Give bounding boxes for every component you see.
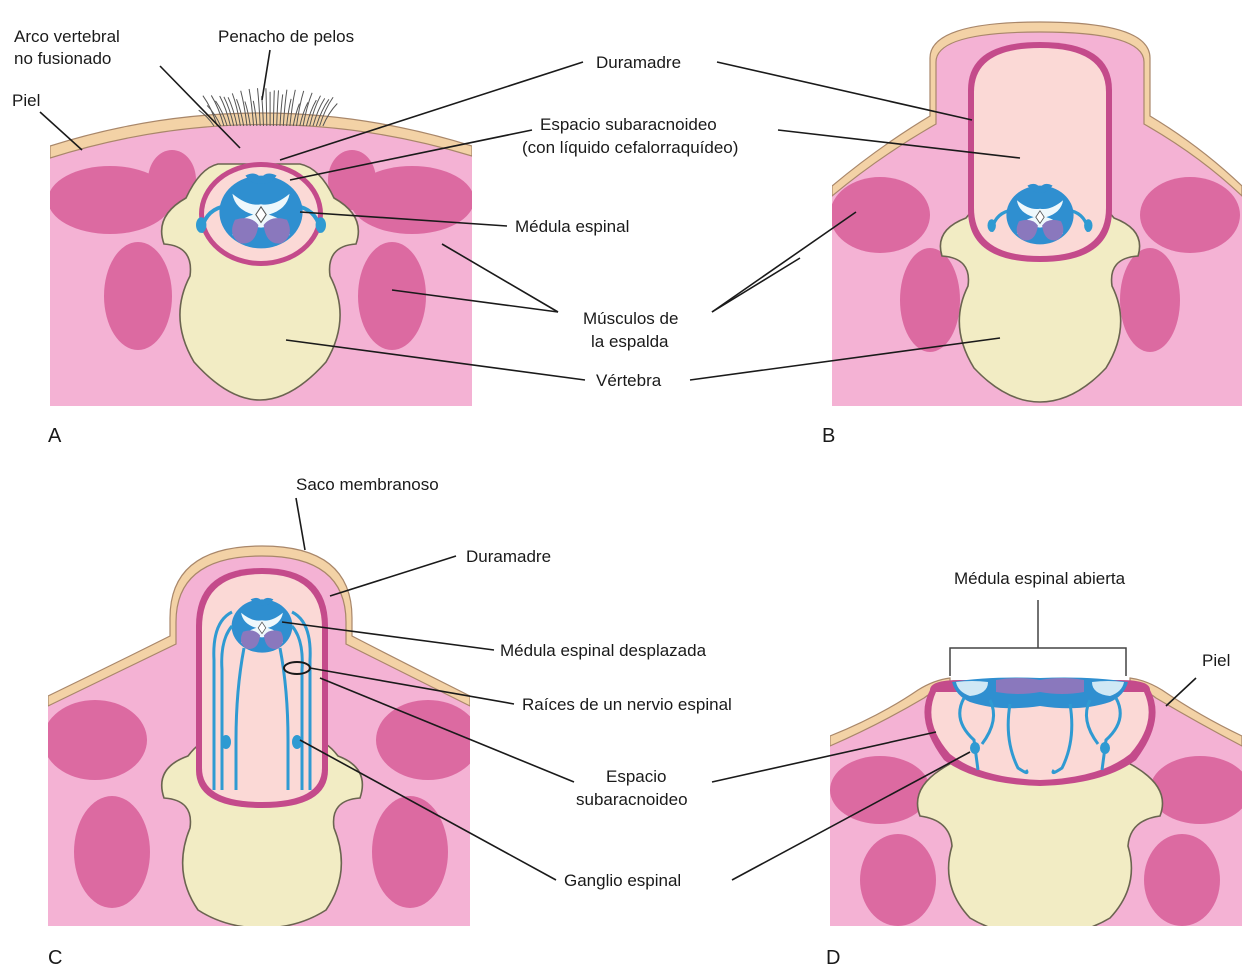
label-arco-vertebral: Arco vertebral	[14, 27, 120, 46]
panel-c	[43, 546, 480, 928]
label-musculos-de: Músculos de	[583, 309, 678, 328]
label-con-liquido-cefalorraquideo: (con líquido cefalorraquídeo)	[522, 138, 738, 157]
panel-b	[830, 22, 1242, 406]
panel-letter-c: C	[48, 947, 62, 969]
panel-c-muscle	[372, 796, 448, 908]
panel-a-muscle	[104, 242, 172, 350]
label-espacio: Espacio	[606, 767, 666, 786]
ganglion	[1084, 219, 1092, 232]
label-medula-espinal: Médula espinal	[515, 217, 629, 236]
label-saco-membranoso: Saco membranoso	[296, 475, 439, 494]
panel-b-muscle	[1140, 177, 1240, 253]
label-piel-d: Piel	[1202, 651, 1230, 670]
label-medula-espinal-desplazada: Médula espinal desplazada	[500, 641, 707, 660]
panel-letter-a: A	[48, 425, 62, 447]
label-ganglio-espinal: Ganglio espinal	[564, 871, 681, 890]
panel-c-muscle	[43, 700, 147, 780]
panel-a-muscle	[358, 242, 426, 350]
label-piel-a: Piel	[12, 91, 40, 110]
panel-c-ganglion	[221, 735, 231, 749]
panel-d-ganglion	[1100, 742, 1110, 754]
label-raices-nervio-espinal: Raíces de un nervio espinal	[522, 695, 732, 714]
panel-c-muscle	[376, 700, 480, 780]
ganglion	[196, 217, 206, 233]
ganglion	[316, 217, 326, 233]
panel-b-muscle	[900, 248, 960, 352]
label-medula-espinal-abierta: Médula espinal abierta	[954, 569, 1126, 588]
panel-a	[48, 88, 474, 406]
panel-c-ganglion	[292, 735, 302, 749]
label-la-espalda: la espalda	[591, 332, 669, 351]
label-espacio-subaracnoideo: Espacio subaracnoideo	[540, 115, 717, 134]
label-subaracnoideo: subaracnoideo	[576, 790, 688, 809]
panel-letter-d: D	[826, 947, 840, 969]
panel-d-muscle	[1144, 834, 1220, 926]
panel-d-open-spinal-cord	[952, 678, 1128, 709]
panel-d	[830, 600, 1244, 936]
panel-b-muscle	[830, 177, 930, 253]
label-duramadre-ab: Duramadre	[596, 53, 681, 72]
label-duramadre-c: Duramadre	[466, 547, 551, 566]
panel-letter-b: B	[822, 425, 835, 447]
panel-d-muscle	[830, 756, 930, 824]
ganglion	[988, 219, 996, 232]
panel-c-muscle	[74, 796, 150, 908]
panel-b-muscle	[1120, 248, 1180, 352]
panel-d-muscle	[860, 834, 936, 926]
label-vertebra: Vértebra	[596, 371, 662, 390]
panel-d-ganglion	[970, 742, 980, 754]
label-penacho-de-pelos: Penacho de pelos	[218, 27, 354, 46]
label-no-fusionado: no fusionado	[14, 49, 111, 68]
panel-d-bracket	[950, 600, 1126, 676]
